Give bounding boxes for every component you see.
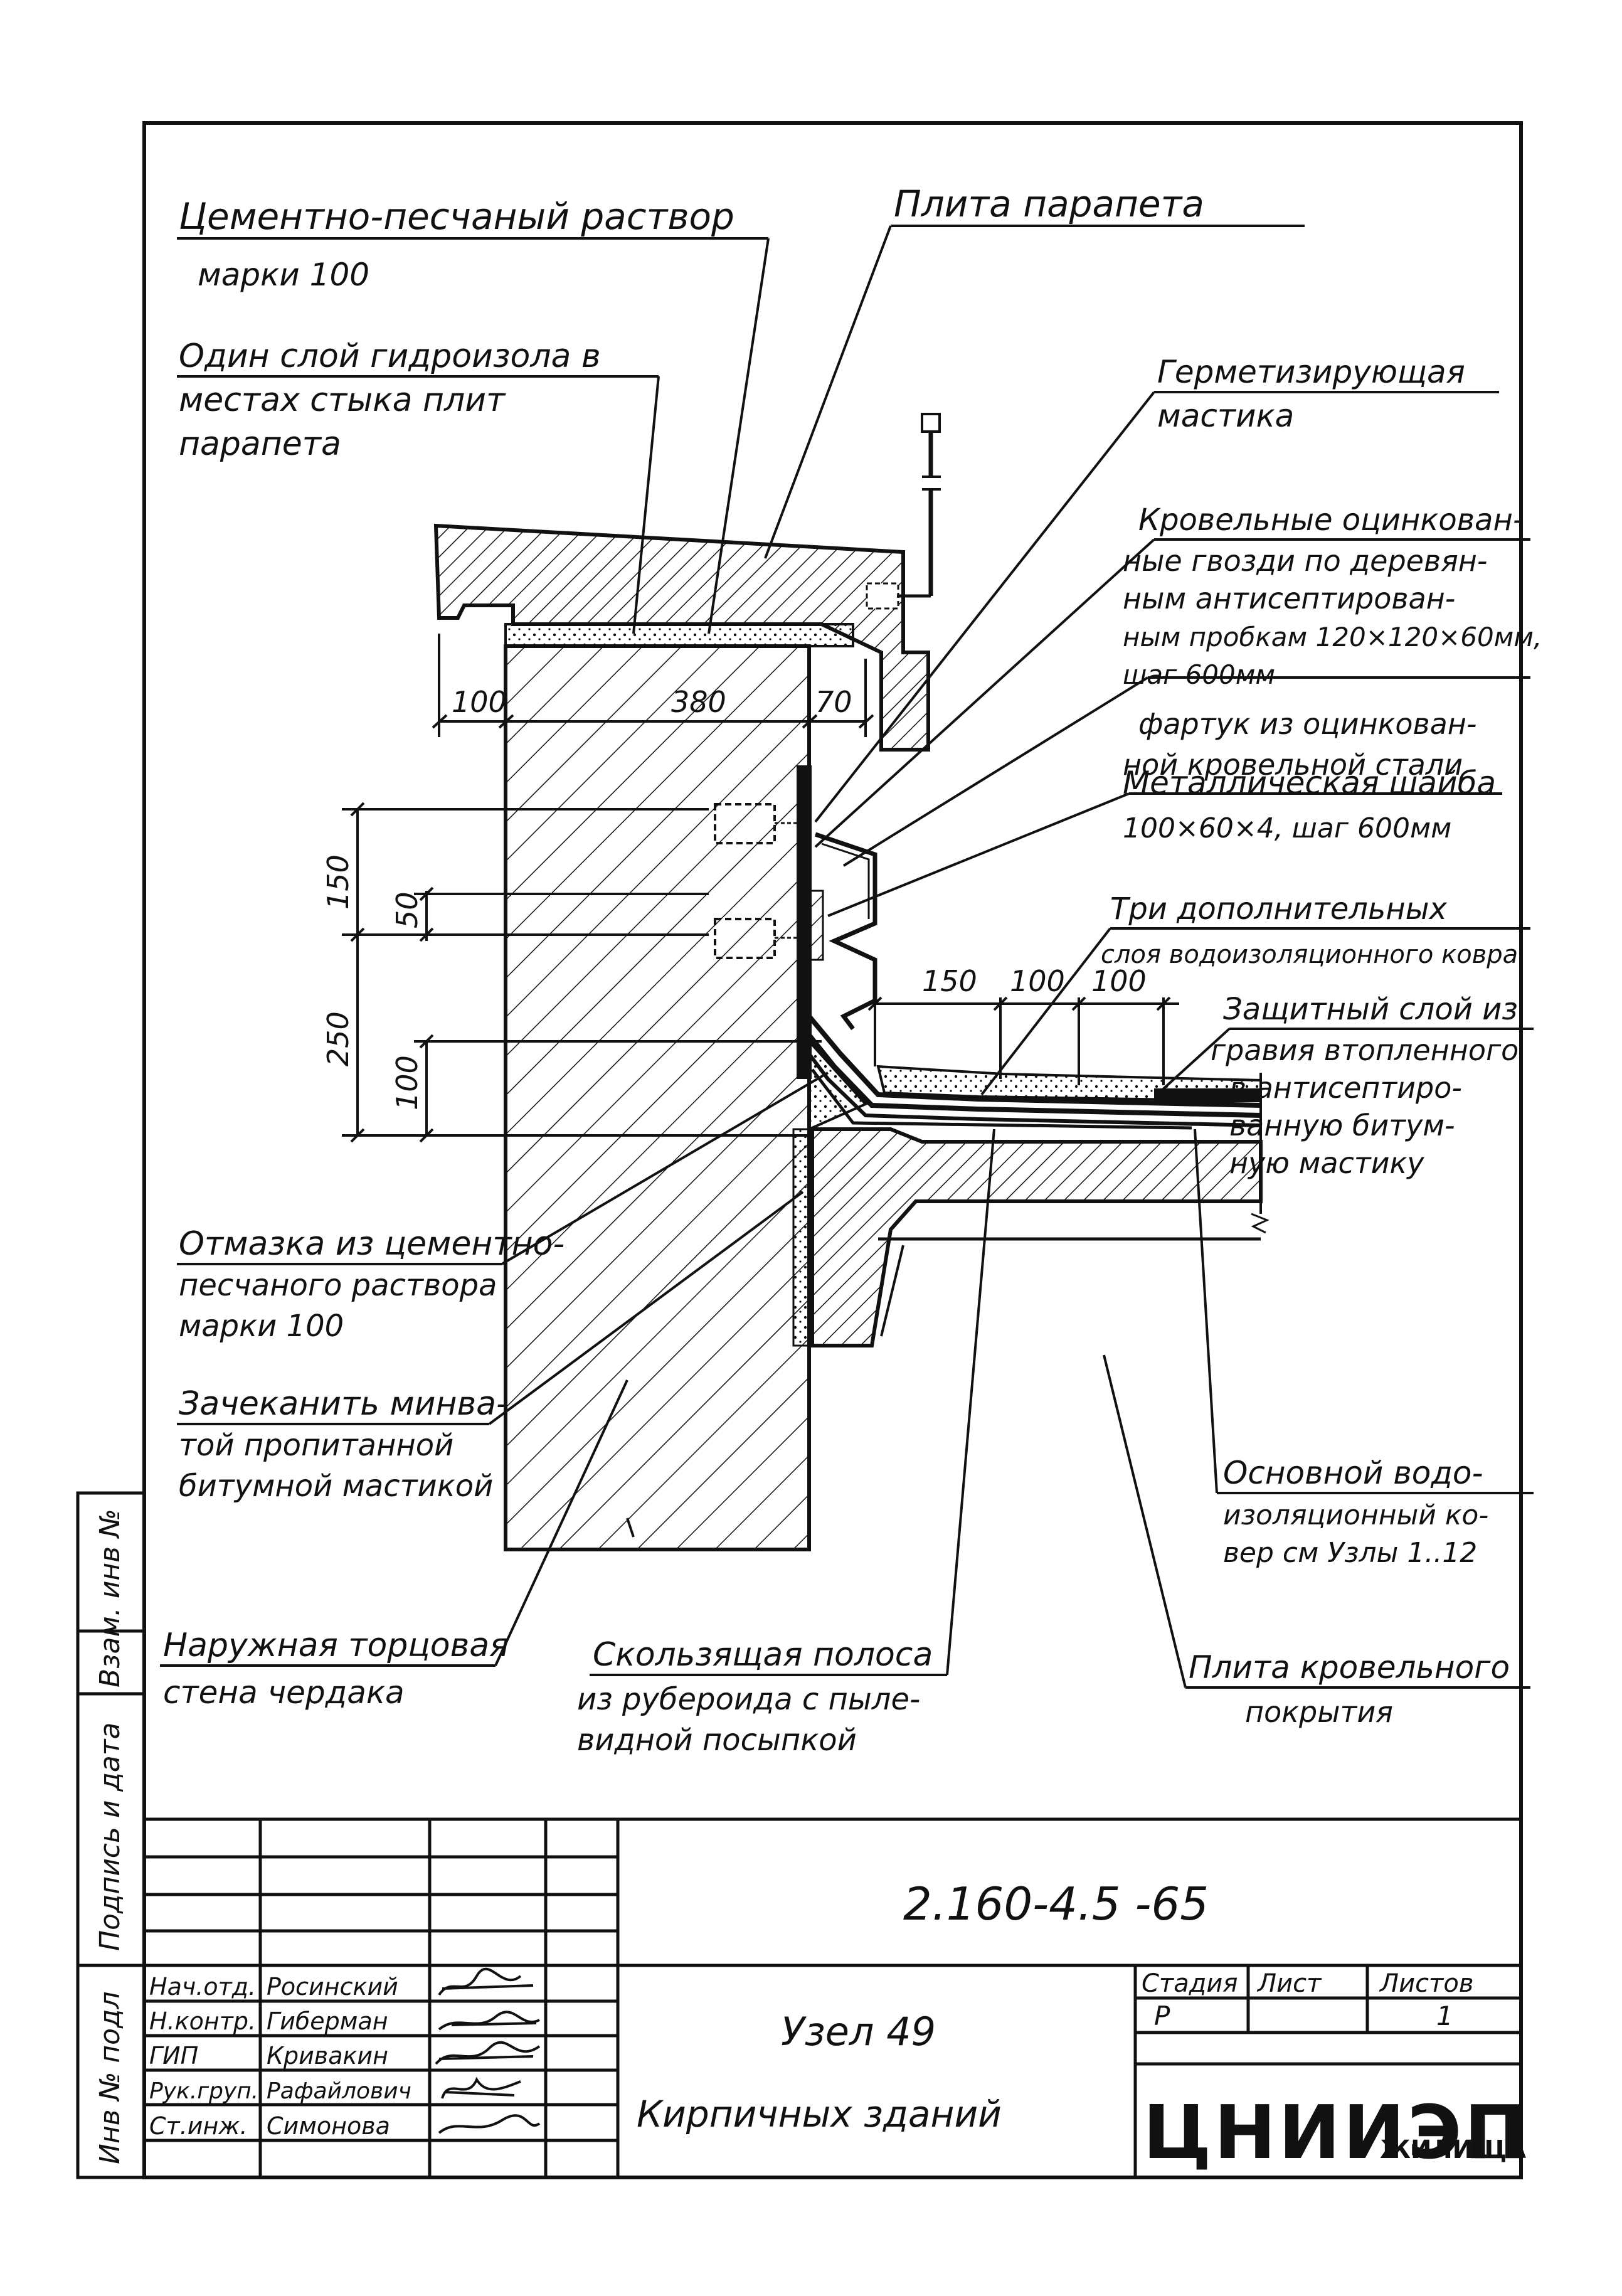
label-mortar-grade: марки 100	[198, 257, 369, 293]
stage-header: Стадия	[1142, 1969, 1238, 1998]
title-block	[144, 1817, 1521, 2177]
steel-apron	[814, 832, 877, 1031]
label-caulk-2: той пропитанной	[179, 1428, 453, 1463]
dim-100: 100	[452, 685, 507, 719]
staff-role: Нач.отд.	[149, 1973, 256, 2001]
label-caulk-3: битумной мастикой	[179, 1469, 493, 1504]
label-otmazka-2: песчаного раствора	[179, 1268, 497, 1303]
dim-roof-100b: 100	[1091, 964, 1147, 998]
label-sliding-strip-3: видной посыпкой	[577, 1723, 857, 1758]
label-three-layers-2: слоя водоизоляционного ковра	[1101, 940, 1518, 969]
sheets-value: 1	[1436, 2001, 1453, 2031]
label-gravel-3: в антисептиро-	[1229, 1071, 1462, 1105]
label-main-waterproof-2: изоляционный ко-	[1223, 1499, 1488, 1531]
label-gravel-4: ванную битум-	[1229, 1108, 1455, 1142]
label-roof-slab-1: Плита кровельного	[1189, 1649, 1510, 1686]
label-apron-2: ной кровельной стали	[1123, 748, 1463, 782]
staff-name: Симонова	[267, 2112, 390, 2140]
label-sliding-strip-2: из рубероида с пыле-	[577, 1682, 920, 1717]
label-gravel-5: ную мастику	[1229, 1146, 1424, 1180]
label-outer-wall-2: стена чердака	[163, 1674, 405, 1711]
anchor-bolt	[897, 413, 941, 598]
staff-name: Кривакин	[267, 2042, 388, 2070]
label-sliding-strip-1: Скользящая полоса	[593, 1636, 933, 1674]
roof-slab	[810, 1127, 1263, 1347]
dim-380: 380	[671, 685, 726, 719]
label-gravel-2: гравия втопленного	[1211, 1033, 1519, 1067]
label-otmazka-1: Отмазка из цементно-	[179, 1225, 565, 1263]
label-washer-2: 100×60×4, шаг 600мм	[1123, 812, 1451, 844]
staff-name: Гиберман	[267, 2007, 388, 2035]
label-washer-1: Металлическая шайба	[1123, 765, 1496, 801]
margin-stamp: Инв № подл Подпись и дата Взам. инв №	[76, 1491, 146, 2179]
label-nails-5: шаг 600мм	[1123, 659, 1275, 690]
label-sealant-2: мастика	[1157, 398, 1294, 434]
drawing-frame	[142, 121, 1523, 2179]
label-hydro-1: Один слой гидроизола в	[179, 337, 601, 375]
label-hydro-3: парапета	[179, 425, 341, 463]
doc-code: 2.160-4.5 -65	[903, 1878, 1209, 1930]
label-main-waterproof-1: Основной водо-	[1223, 1455, 1483, 1491]
staff-role: ГИП	[149, 2042, 198, 2070]
dim-150: 150	[321, 854, 355, 910]
leader-lines	[160, 225, 1534, 1689]
label-mortar: Цементно-песчаный раствор	[179, 195, 734, 238]
label-sealant-1: Герметизирующая	[1157, 354, 1465, 390]
label-three-layers-1: Три дополнительных	[1110, 891, 1448, 927]
label-outer-wall-1: Наружная торцовая	[163, 1627, 509, 1664]
dim-250: 250	[321, 1011, 355, 1066]
brick-wall	[504, 644, 811, 1551]
bitumen-band	[1154, 1088, 1261, 1102]
label-main-waterproof-3: вер см Узлы 1..12	[1223, 1537, 1477, 1569]
stage-value: Р	[1154, 2001, 1170, 2031]
label-nails-2: ные гвозди по деревян-	[1123, 544, 1487, 578]
label-nails-4: ным пробкам 120×120×60мм,	[1123, 622, 1542, 652]
dim-100-vertical: 100	[390, 1055, 424, 1110]
staff-role: Рук.груп.	[149, 2078, 258, 2104]
staff-role: Ст.инж.	[149, 2112, 248, 2140]
staff-role: Н.контр.	[149, 2007, 256, 2035]
callouts: Цементно-песчаный раствор марки 100 Плит…	[163, 183, 1542, 1758]
vzam-label: Взам. инв №	[94, 1509, 126, 1687]
section-drawing	[433, 413, 1270, 1551]
label-nails-3: ным антисептирован-	[1123, 582, 1455, 615]
inv-podl-label: Инв № подл	[94, 1991, 126, 2164]
sheet-header: Лист	[1256, 1969, 1322, 1998]
dim-roof-150: 150	[922, 964, 977, 998]
label-gravel-1: Защитный слой из	[1223, 992, 1518, 1027]
signatures	[435, 1967, 541, 2134]
mortar-bed	[504, 623, 854, 647]
metal-washer	[808, 890, 824, 961]
label-parapet-slab: Плита парапета	[894, 183, 1204, 225]
staff-table: Нач.отд. Росинский Н.контр. Гиберман ГИП…	[149, 1973, 411, 2140]
sheets-header: Листов	[1379, 1969, 1473, 1998]
label-nails-1: Кровельные оцинкован-	[1138, 502, 1524, 538]
label-hydro-2: местах стыка плит	[179, 381, 506, 419]
org-logo: ЦНИИЭП	[1143, 2089, 1529, 2176]
dim-roof-100a: 100	[1010, 964, 1065, 998]
podpis-label: Подпись и дата	[94, 1723, 126, 1951]
dim-70: 70	[815, 685, 852, 719]
staff-name: Рафайлович	[267, 2078, 411, 2104]
title-buildings: Кирпичных зданий	[637, 2093, 1002, 2135]
label-otmazka-3: марки 100	[179, 1309, 344, 1344]
mortar-fillet	[808, 1038, 868, 1132]
staff-name: Росинский	[267, 1973, 398, 2001]
mineral-wool-caulk	[792, 1128, 814, 1347]
label-apron-1: фартук из оцинкован-	[1138, 707, 1476, 741]
dim-50: 50	[390, 891, 424, 928]
label-caulk-1: Зачеканить минва-	[179, 1385, 508, 1423]
label-roof-slab-2: покрытия	[1245, 1695, 1393, 1729]
org-sub: ЖИЛИЩА	[1380, 2135, 1526, 2164]
title-node: Узел 49	[781, 2009, 936, 2054]
dimensions	[342, 634, 1179, 1143]
